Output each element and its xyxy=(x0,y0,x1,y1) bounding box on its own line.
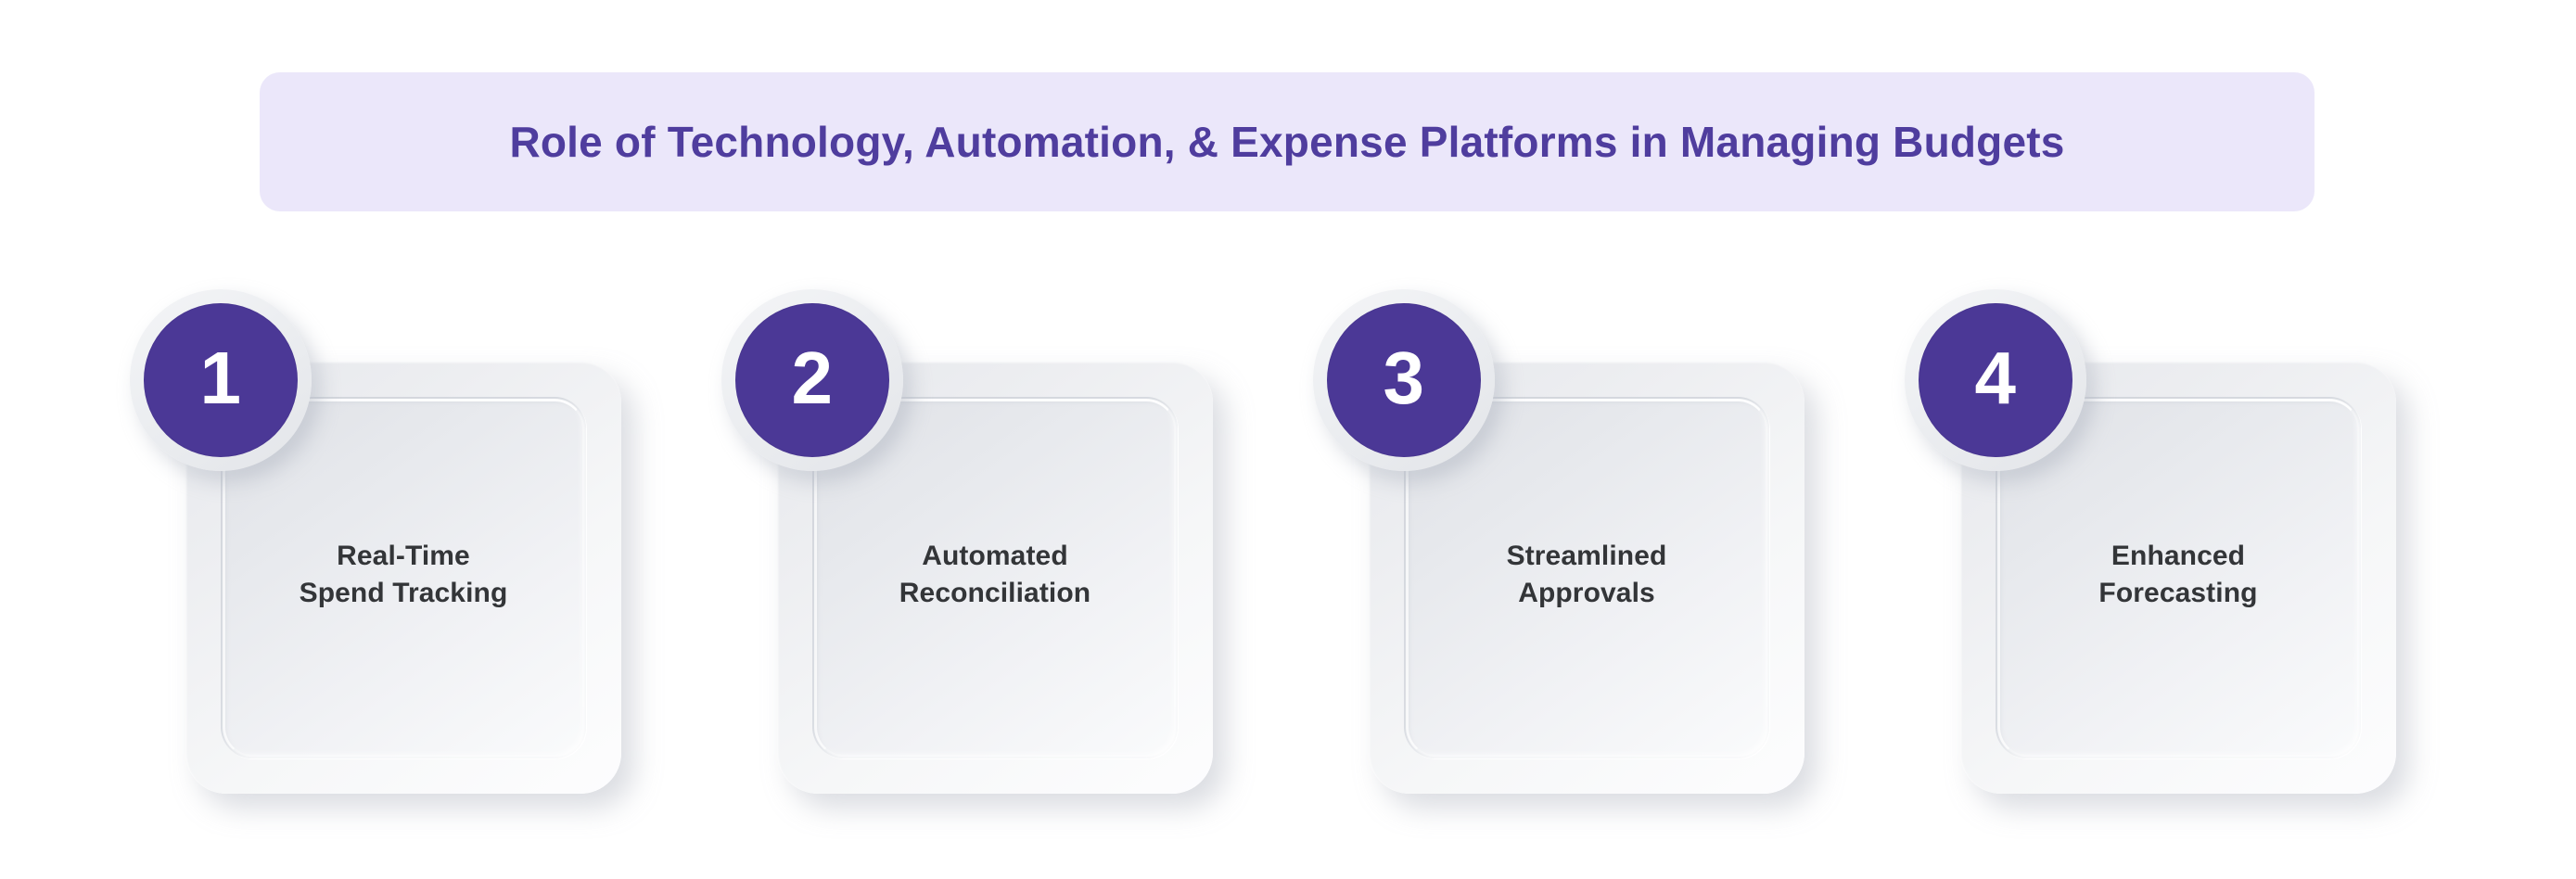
badge-disc: 1 xyxy=(144,303,298,457)
card-inner-panel: Streamlined Approvals xyxy=(1404,397,1769,758)
step-number-badge[interactable]: 4 xyxy=(1905,289,2086,471)
title-banner: Role of Technology, Automation, & Expens… xyxy=(260,72,2315,211)
step-card-3[interactable]: Streamlined Approvals 3 xyxy=(1313,289,1804,794)
page-title: Role of Technology, Automation, & Expens… xyxy=(509,118,2065,166)
badge-number: 3 xyxy=(1383,337,1425,419)
card-label: Streamlined Approvals xyxy=(1506,541,1667,608)
step-number-badge[interactable]: 2 xyxy=(721,289,903,471)
step-card-4[interactable]: Enhanced Forecasting 4 xyxy=(1905,289,2396,794)
step-card-1[interactable]: Real-Time Spend Tracking 1 xyxy=(130,289,621,794)
card-inner-panel: Real-Time Spend Tracking xyxy=(221,397,586,758)
badge-disc: 3 xyxy=(1327,303,1481,457)
card-label: Automated Reconciliation xyxy=(899,541,1091,608)
card-inner-panel: Automated Reconciliation xyxy=(812,397,1178,758)
badge-number: 4 xyxy=(1974,337,2017,419)
card-label: Enhanced Forecasting xyxy=(2098,541,2258,608)
step-number-badge[interactable]: 3 xyxy=(1313,289,1495,471)
step-card-2[interactable]: Automated Reconciliation 2 xyxy=(721,289,1213,794)
card-outer-plate: Streamlined Approvals xyxy=(1369,362,1804,794)
badge-disc: 4 xyxy=(1919,303,2072,457)
card-inner-panel: Enhanced Forecasting xyxy=(1996,397,2361,758)
badge-number: 2 xyxy=(791,337,834,419)
card-outer-plate: Automated Reconciliation xyxy=(777,362,1213,794)
step-number-badge[interactable]: 1 xyxy=(130,289,312,471)
badge-number: 1 xyxy=(199,337,242,419)
badge-disc: 2 xyxy=(735,303,889,457)
card-label: Real-Time Spend Tracking xyxy=(299,541,508,608)
